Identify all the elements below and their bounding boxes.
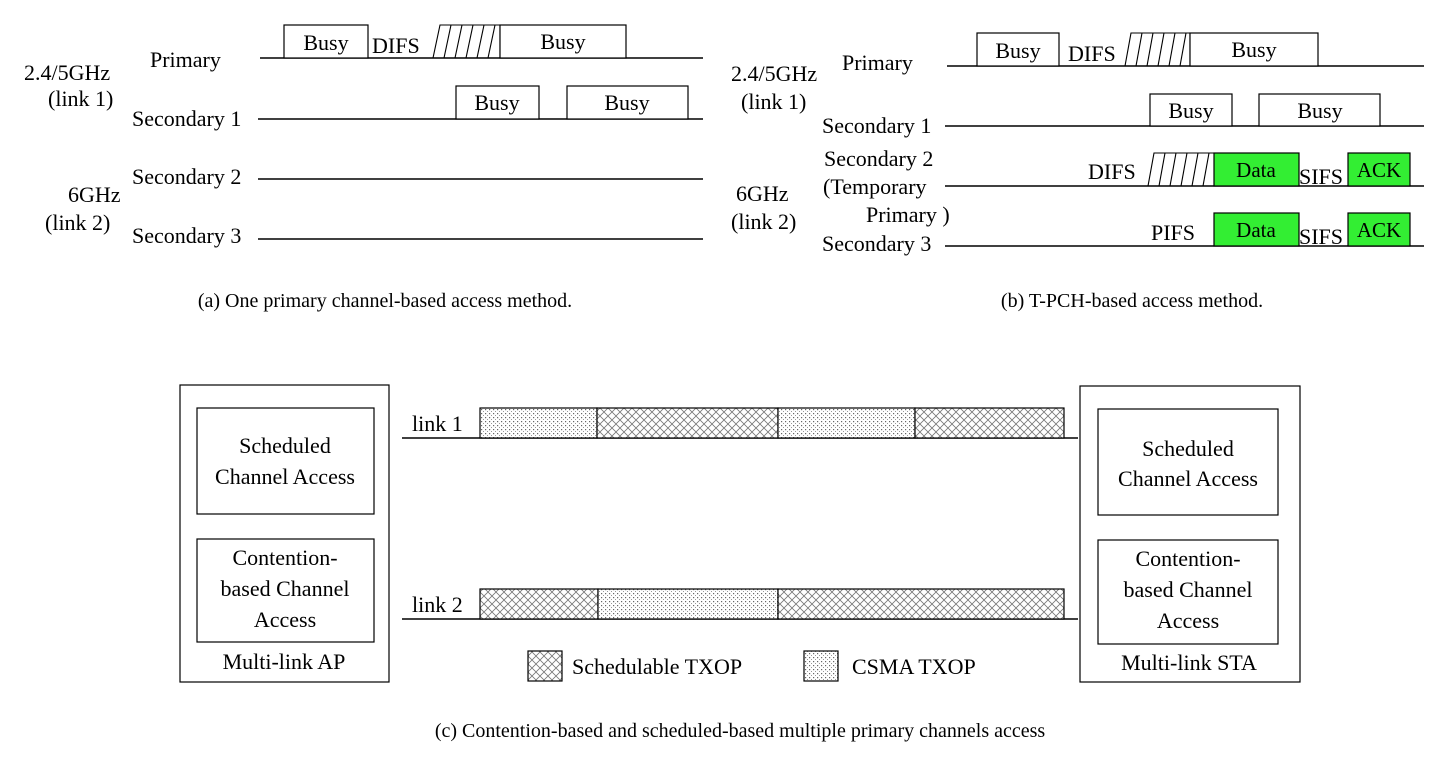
- panel-b-busy-label-4: Busy: [1297, 98, 1342, 123]
- panel-b-busy-label-3: Busy: [1168, 98, 1213, 123]
- panel-b-ack-label-2: ACK: [1357, 218, 1401, 242]
- panel-a-busy-box-2: Busy: [499, 24, 627, 59]
- ap-scheduled-label-1: Scheduled: [239, 433, 331, 458]
- panel-b-data-label-2: Data: [1236, 218, 1276, 242]
- panel-a-row-primary: Primary: [150, 47, 221, 72]
- panel-b-band2-label-2: (link 2): [731, 209, 796, 234]
- sta-contention-label-2: based Channel: [1124, 577, 1253, 602]
- panel-b-busy-label-2: Busy: [1231, 37, 1276, 62]
- link1-segment-schedulable-1: [596, 407, 779, 439]
- panel-b-caption: (b) T-PCH-based access method.: [1001, 290, 1263, 312]
- panel-b-difs-label-2: DIFS: [1088, 159, 1136, 184]
- panel-b-row-secondary3: Secondary 3: [822, 231, 931, 256]
- legend: Schedulable TXOP CSMA TXOP: [527, 650, 976, 682]
- ap-contention-box: [196, 538, 375, 643]
- panel-b-sifs-label-1: SIFS: [1299, 164, 1343, 189]
- panel-b-ack-label-1: ACK: [1357, 158, 1401, 182]
- panel-b-data-label-1: Data: [1236, 158, 1276, 182]
- panel-b-row-secondary2-3: Primary ): [866, 202, 950, 227]
- sta-title: Multi-link STA: [1121, 650, 1257, 675]
- panel-b-data-box-2: Data: [1213, 212, 1300, 247]
- panel-a-difs-label: DIFS: [372, 33, 420, 58]
- panel-a-band2-label-1: 6GHz: [68, 182, 121, 207]
- link2-segment-schedulable-2: [777, 588, 1065, 620]
- panel-b-band1-label-2: (link 1): [741, 89, 806, 114]
- panel-a-busy-label-2: Busy: [540, 29, 585, 54]
- link2-label: link 2: [412, 592, 463, 617]
- link2-segment-csma-1: [597, 588, 779, 620]
- panel-b-busy-box-1: Busy: [976, 32, 1060, 67]
- panel-a-caption: (a) One primary channel-based access met…: [198, 290, 572, 312]
- sta-scheduled-label-1: Scheduled: [1142, 436, 1234, 461]
- panel-c: Scheduled Channel Access Contention- bas…: [179, 384, 1301, 742]
- panel-a: 2.4/5GHz (link 1) 6GHz (link 2) Primary …: [24, 24, 703, 312]
- panel-b-data-box-1: Data: [1213, 152, 1300, 187]
- panel-b-ack-box-2: ACK: [1347, 212, 1411, 247]
- sta-contention-box: [1097, 539, 1279, 645]
- panel-a-row-secondary1: Secondary 1: [132, 106, 241, 131]
- panel-b: 2.4/5GHz (link 1) 6GHz (link 2) Primary …: [731, 32, 1424, 312]
- panel-b-band2-label-1: 6GHz: [736, 181, 789, 206]
- ap-contention-label-1: Contention-: [232, 545, 337, 570]
- ap-title: Multi-link AP: [223, 649, 346, 674]
- panel-b-difs-label-1: DIFS: [1068, 41, 1116, 66]
- ap-scheduled-label-2: Channel Access: [215, 464, 355, 489]
- panel-b-row-primary: Primary: [842, 50, 913, 75]
- panel-b-busy-box-3: Busy: [1149, 93, 1233, 127]
- panel-a-busy-label-4: Busy: [604, 90, 649, 115]
- panel-a-band1-label-1: 2.4/5GHz: [24, 60, 110, 85]
- panel-a-row-secondary3: Secondary 3: [132, 223, 241, 248]
- legend-schedulable-swatch: [527, 650, 563, 682]
- panel-b-backoff-slots-primary: [1124, 32, 1191, 67]
- link1-segment-csma-2: [777, 407, 916, 439]
- panel-b-ack-box-1: ACK: [1347, 152, 1411, 187]
- panel-b-busy-label-1: Busy: [995, 38, 1040, 63]
- link1-segment-schedulable-2: [914, 407, 1065, 439]
- panel-a-band2-label-2: (link 2): [45, 210, 110, 235]
- panel-a-busy-box-4: Busy: [566, 85, 689, 120]
- panel-b-row-secondary2-2: (Temporary: [823, 174, 927, 199]
- link1-label: link 1: [412, 411, 463, 436]
- panel-a-busy-label-3: Busy: [474, 90, 519, 115]
- panel-b-row-secondary2-1: Secondary 2: [824, 146, 933, 171]
- legend-schedulable-label: Schedulable TXOP: [572, 654, 742, 679]
- panel-b-sifs-label-2: SIFS: [1299, 224, 1343, 249]
- panel-a-busy-box-1: Busy: [283, 24, 369, 59]
- legend-csma-swatch: [803, 650, 839, 682]
- sta-scheduled-label-2: Channel Access: [1118, 466, 1258, 491]
- panel-a-busy-box-3: Busy: [455, 85, 540, 120]
- panel-a-row-secondary2: Secondary 2: [132, 164, 241, 189]
- legend-csma-label: CSMA TXOP: [852, 654, 976, 679]
- ap-contention-label-3: Access: [254, 607, 316, 632]
- ap-contention-label-2: based Channel: [221, 576, 350, 601]
- panel-c-caption: (c) Contention-based and scheduled-based…: [435, 720, 1046, 742]
- link1-txop-bar: [479, 407, 1065, 439]
- panel-b-backoff-slots-secondary2: [1147, 152, 1214, 187]
- link2-txop-bar: [479, 588, 1065, 620]
- panel-b-pifs-label: PIFS: [1151, 220, 1195, 245]
- ap-scheduled-box: [196, 407, 375, 515]
- panel-a-band1-label-2: (link 1): [48, 86, 113, 111]
- panel-a-backoff-slots: [432, 24, 501, 59]
- link2-segment-schedulable-1: [479, 588, 599, 620]
- panel-b-band1-label-1: 2.4/5GHz: [731, 61, 817, 86]
- panel-b-row-secondary1: Secondary 1: [822, 113, 931, 138]
- panel-b-busy-box-4: Busy: [1258, 93, 1381, 127]
- sta-scheduled-box: [1097, 408, 1279, 516]
- sta-contention-label-3: Access: [1157, 608, 1219, 633]
- link1-segment-csma-1: [479, 407, 598, 439]
- sta-contention-label-1: Contention-: [1135, 546, 1240, 571]
- panel-a-busy-label-1: Busy: [303, 30, 348, 55]
- panel-b-busy-box-2: Busy: [1189, 32, 1319, 67]
